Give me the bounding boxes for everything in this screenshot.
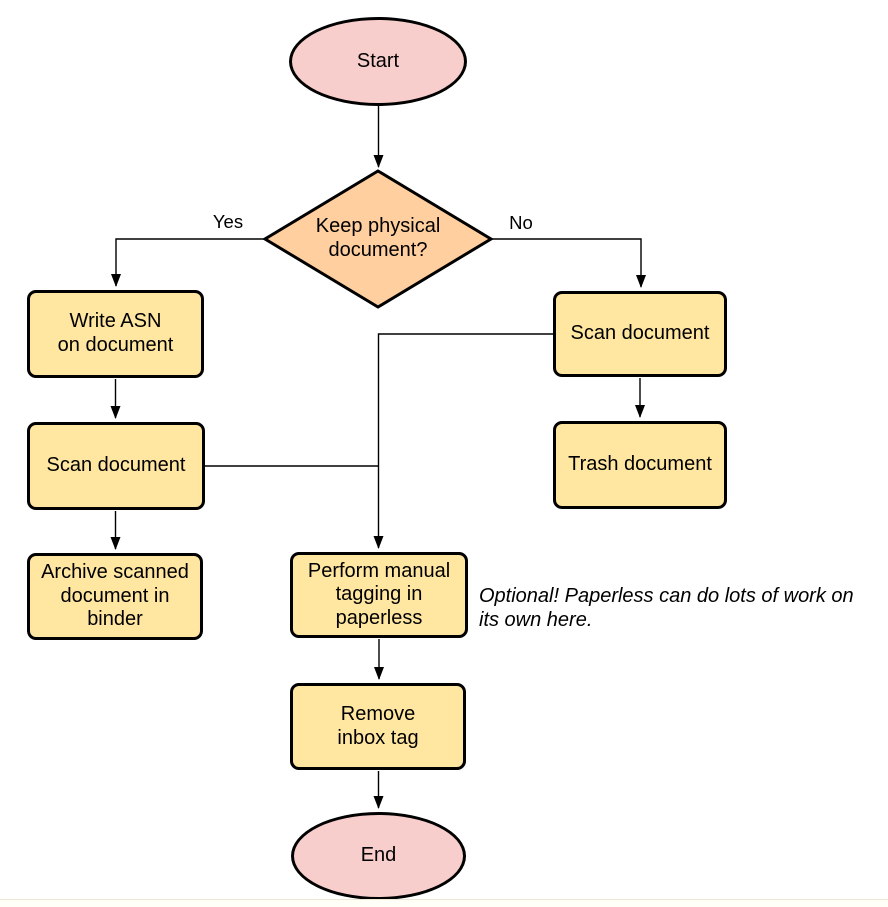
process-trash-document: Trash document (553, 421, 727, 509)
decision-node-label: Keep physical document? (315, 215, 441, 261)
start-node: Start (289, 17, 467, 106)
end-node: End (291, 812, 466, 900)
process-write-asn: Write ASN on document (27, 290, 204, 378)
decision-diamond-shape (262, 169, 494, 309)
edge-decision-no-to-scan-right (490, 238, 646, 288)
annotation-note: Optional! Paperless can do lots of work … (479, 585, 854, 631)
process-archive-in-binder: Archive scanned document in binder (27, 553, 203, 640)
process-scan-document-right: Scan document (553, 291, 727, 377)
process-scan-document-left: Scan document (27, 422, 205, 510)
process-remove-inbox-tag: Remove inbox tag (290, 683, 466, 770)
edge-label-yes: Yes (212, 211, 244, 232)
process-manual-tagging: Perform manual tagging in paperless (290, 552, 468, 638)
edge-scan-right-to-tagging (373, 333, 554, 549)
page-bottom-edge (0, 899, 888, 907)
edge-label-no: No (509, 212, 533, 233)
edge-decision-yes-to-write-asn (111, 238, 266, 287)
